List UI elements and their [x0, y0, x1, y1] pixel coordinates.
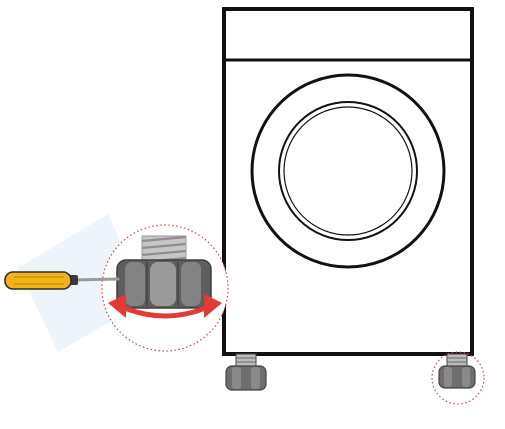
washing-machine-icon	[222, 7, 474, 356]
screwdriver-shaft	[72, 277, 120, 282]
rotate-arrow-icon	[108, 294, 222, 319]
door-glass-outer	[278, 101, 418, 241]
adjustable-foot-icon	[225, 353, 267, 391]
screwdriver-handle	[4, 271, 72, 290]
screwdriver-icon	[4, 271, 120, 290]
door-glass-inner	[283, 106, 413, 236]
adjustable-foot-icon	[438, 353, 476, 389]
foot-callout-ring	[431, 351, 485, 405]
adjustable-foot-icon	[116, 259, 212, 309]
zoom-callout	[101, 224, 229, 352]
